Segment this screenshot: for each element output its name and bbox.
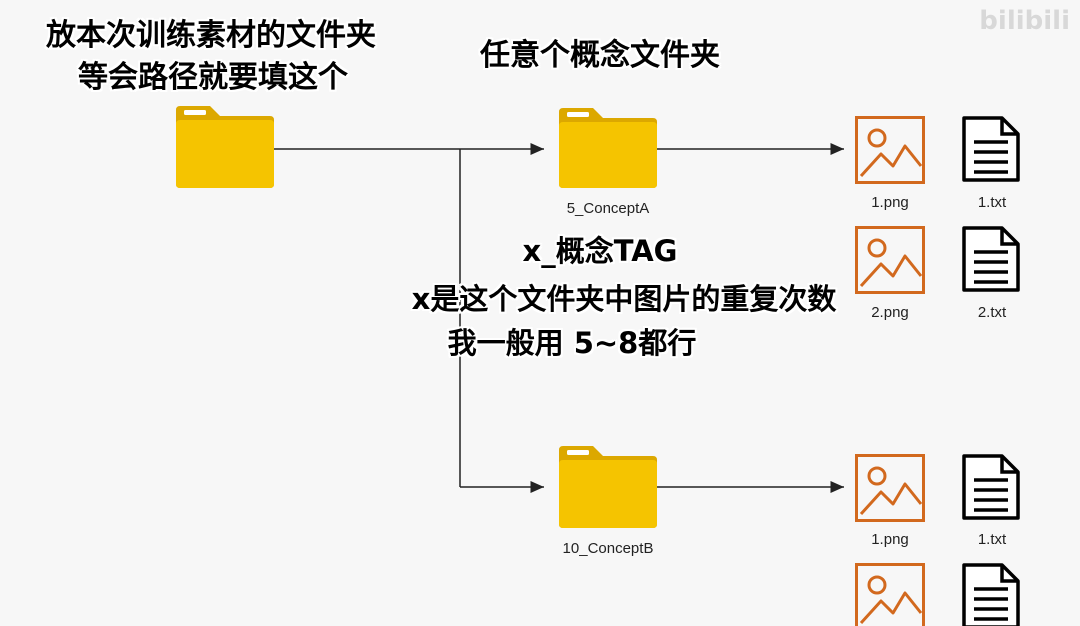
text-file-icon[interactable]: [962, 563, 1020, 626]
concept-b-label: 10_ConceptB: [562, 540, 654, 557]
watermark-logo: bilibili: [979, 6, 1070, 36]
root-folder-caption-line1: 放本次训练素材的文件夹: [46, 18, 376, 53]
text-file-label: 1.txt: [977, 194, 1007, 211]
image-file-label: 2.png: [871, 304, 909, 321]
image-file-icon[interactable]: [855, 116, 925, 184]
text-file-icon[interactable]: [962, 454, 1020, 520]
concept-a-folder-icon[interactable]: [559, 108, 657, 188]
root-folder-icon[interactable]: [176, 106, 274, 188]
image-file-icon[interactable]: [855, 563, 925, 626]
image-file-label: 1.png: [871, 531, 909, 548]
image-file-icon[interactable]: [855, 454, 925, 522]
naming-rule-caption: x_概念TAG: [522, 234, 678, 268]
root-folder-caption-line2: 等会路径就要填这个: [78, 60, 348, 95]
text-file-icon[interactable]: [962, 226, 1020, 292]
image-file-label: 1.png: [871, 194, 909, 211]
concept-a-label: 5_ConceptA: [566, 200, 650, 217]
image-file-icon[interactable]: [855, 226, 925, 294]
concept-folders-caption: 任意个概念文件夹: [480, 38, 720, 73]
recommendation-caption: 我一般用 5~8都行: [447, 326, 697, 360]
text-file-label: 1.txt: [977, 531, 1007, 548]
concept-b-folder-icon[interactable]: [559, 446, 657, 528]
text-file-icon[interactable]: [962, 116, 1020, 182]
repeat-count-caption: x是这个文件夹中图片的重复次数: [411, 282, 837, 316]
text-file-label: 2.txt: [977, 304, 1007, 321]
